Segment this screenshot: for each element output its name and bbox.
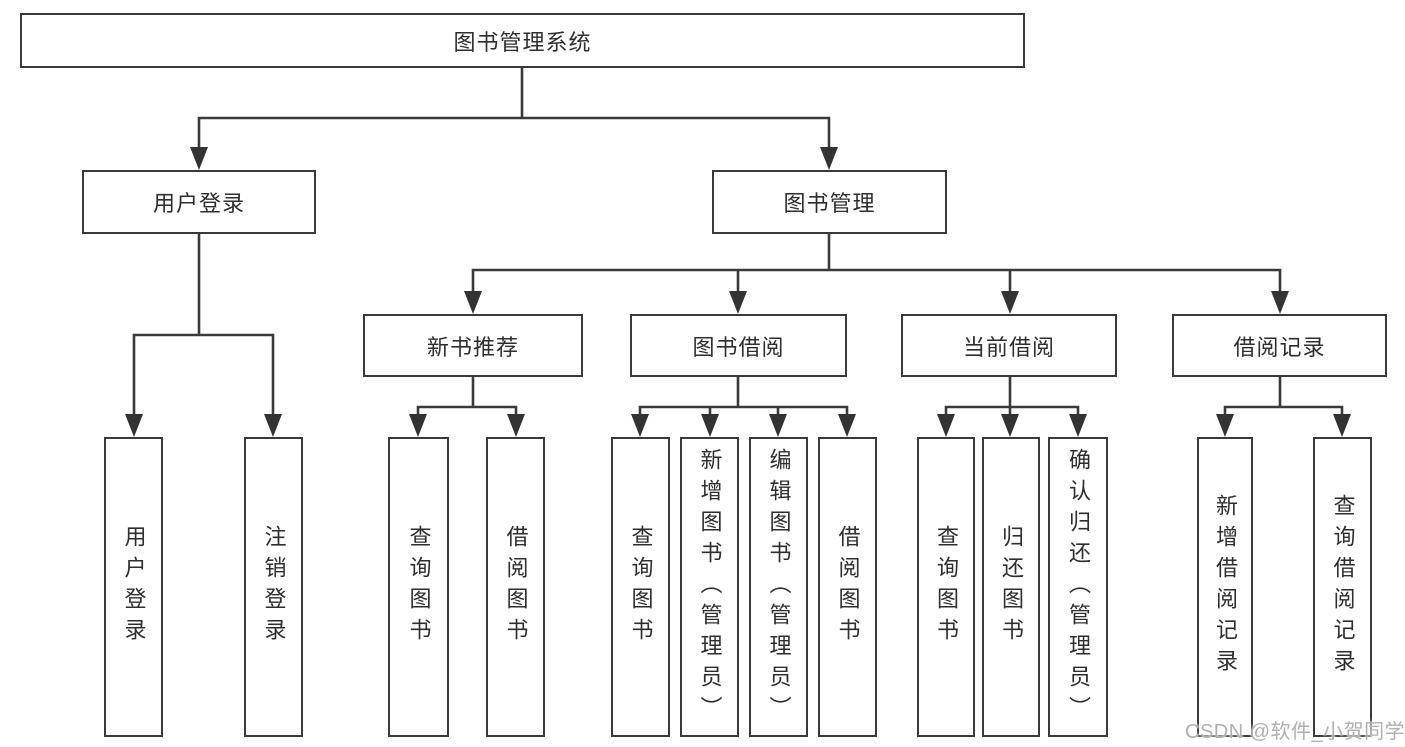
leaf-label: 注销登录 — [261, 525, 287, 649]
node-label: 图书管理 — [783, 191, 876, 216]
root-title-label: 图书管理系统 — [453, 29, 592, 55]
arrow-down-icon — [1001, 291, 1019, 314]
node-root-title: 图书管理系统 — [20, 13, 1025, 68]
leaf-label: 归还图书 — [999, 525, 1024, 649]
leaf-borrow-add-books-admin: 新增图书（管理员） — [680, 437, 739, 737]
leaf-label: 查询图书 — [628, 525, 654, 649]
leaf-records-add-record: 新增借阅记录 — [1197, 437, 1253, 737]
arrow-down-icon — [264, 414, 282, 437]
connector-book-mgmt — [464, 232, 1289, 314]
leaf-logout: 注销登录 — [244, 437, 303, 737]
leaf-recommend-query-books: 查询图书 — [388, 437, 449, 737]
arrow-down-icon — [820, 147, 838, 170]
arrow-down-icon — [937, 414, 955, 437]
leaf-records-query-record: 查询借阅记录 — [1313, 437, 1372, 737]
arrow-down-icon — [1001, 414, 1019, 437]
node-label: 当前借阅 — [962, 334, 1055, 360]
arrow-down-icon — [409, 414, 427, 437]
leaf-label: 新增借阅记录 — [1213, 494, 1238, 680]
node-current-borrow: 当前借阅 — [901, 314, 1117, 377]
connector-book-borrow — [631, 375, 856, 437]
connector-new-books — [409, 375, 525, 437]
leaf-label: 确认归还（管理员） — [1066, 447, 1091, 727]
leaf-current-query-books: 查询图书 — [917, 437, 975, 737]
leaf-borrow-edit-books-admin: 编辑图书（管理员） — [749, 437, 808, 737]
arrow-down-icon — [507, 414, 525, 437]
node-label: 新书推荐 — [426, 334, 519, 360]
node-borrow-records: 借阅记录 — [1172, 314, 1387, 377]
arrow-down-icon — [631, 414, 649, 437]
node-label: 图书借阅 — [692, 334, 785, 360]
connector-root — [190, 66, 838, 170]
arrow-down-icon — [125, 414, 143, 437]
arrow-down-icon — [1271, 291, 1289, 314]
arrow-down-icon — [769, 414, 787, 437]
leaf-recommend-borrow-books: 借阅图书 — [486, 437, 545, 737]
arrow-down-icon — [464, 291, 482, 314]
leaf-label: 查询图书 — [934, 525, 959, 649]
arrow-down-icon — [701, 414, 719, 437]
leaf-label: 编辑图书（管理员） — [766, 447, 792, 727]
leaf-current-return-books: 归还图书 — [982, 437, 1040, 737]
node-book-borrow: 图书借阅 — [630, 314, 847, 377]
leaf-current-confirm-return-admin: 确认归还（管理员） — [1048, 437, 1108, 737]
node-label: 借阅记录 — [1233, 334, 1326, 360]
arrow-down-icon — [1333, 414, 1351, 437]
node-book-mgmt: 图书管理 — [712, 170, 947, 234]
connector-borrow-records — [1216, 375, 1351, 437]
arrow-down-icon — [729, 291, 747, 314]
node-label: 用户登录 — [152, 191, 245, 216]
leaf-user-login: 用户登录 — [104, 437, 163, 737]
leaf-label: 查询图书 — [406, 525, 432, 649]
watermark-text: CSDN @软件_小贺同学 — [1185, 721, 1405, 743]
connector-user-login — [125, 232, 282, 437]
arrow-down-icon — [1069, 414, 1087, 437]
leaf-label: 借阅图书 — [835, 525, 861, 649]
node-new-books: 新书推荐 — [363, 314, 583, 377]
leaf-label: 查询借阅记录 — [1330, 494, 1356, 680]
arrow-down-icon — [1216, 414, 1234, 437]
leaf-borrow-query-books: 查询图书 — [611, 437, 670, 737]
leaf-label: 用户登录 — [121, 525, 147, 649]
arrow-down-icon — [190, 147, 208, 170]
connector-current-borrow — [937, 375, 1087, 437]
leaf-borrow-borrow-books: 借阅图书 — [818, 437, 877, 737]
arrow-down-icon — [838, 414, 856, 437]
leaf-label: 借阅图书 — [503, 525, 529, 649]
node-user-login: 用户登录 — [82, 170, 316, 234]
leaf-label: 新增图书（管理员） — [697, 447, 723, 727]
